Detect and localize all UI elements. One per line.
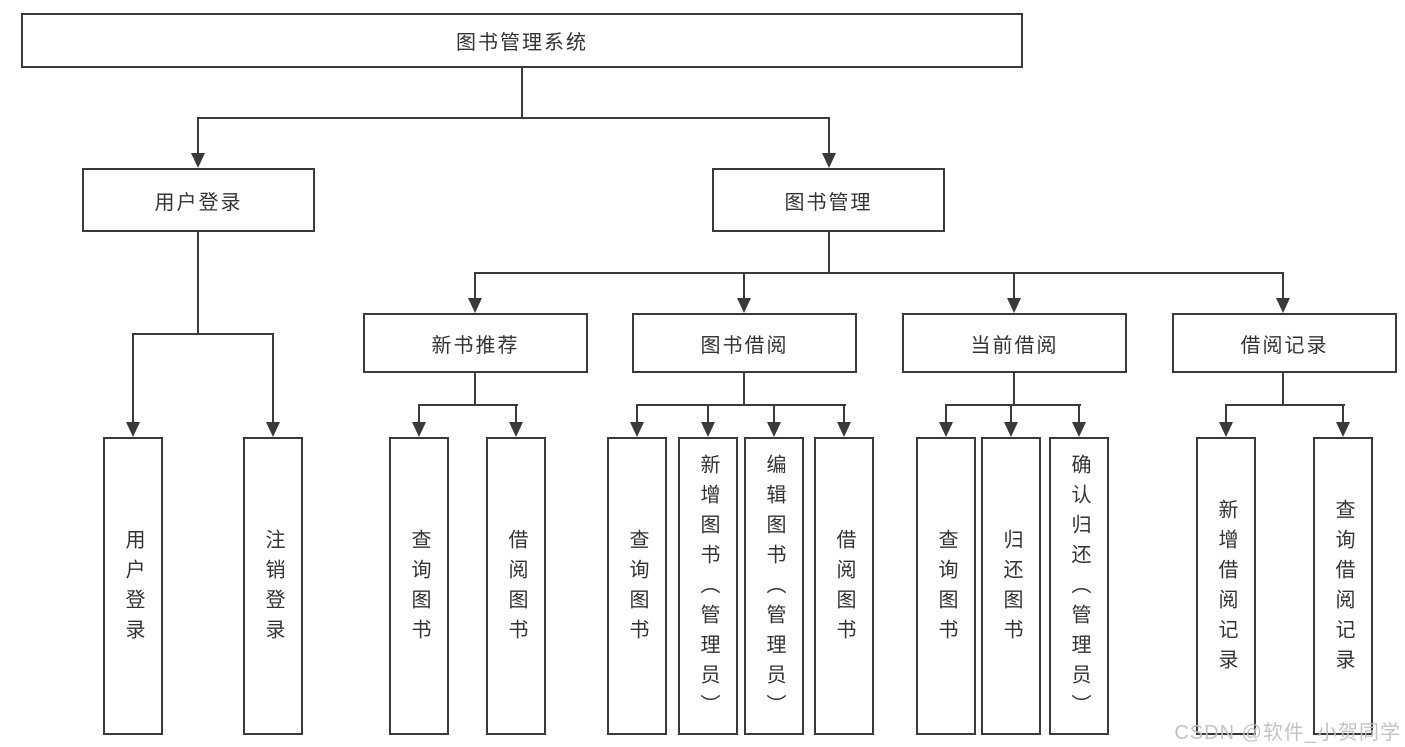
node-edit-books-admin: 编辑图书（管理员） [744, 437, 804, 735]
connector-recommend-stub [474, 373, 476, 406]
node-book-management: 图书管理 [712, 168, 945, 232]
node-borrow-books-recommend: 借阅图书 [486, 437, 546, 735]
arrow-to-return-books [1004, 405, 1018, 437]
connector-level2-splitter [197, 117, 830, 119]
connector-user-login-splitter [132, 333, 274, 335]
node-query-borrow-record: 查询借阅记录 [1313, 437, 1373, 735]
node-login: 用户登录 [103, 437, 163, 735]
arrow-to-query-books-borrow [630, 405, 644, 437]
connector-recommend-splitter [418, 404, 518, 406]
connector-user-login-stub [197, 232, 199, 334]
connector-current-splitter [945, 404, 1081, 406]
node-borrow-books: 借阅图书 [814, 437, 874, 735]
arrow-to-add-borrow-record [1219, 405, 1233, 437]
connector-records-stub [1282, 373, 1284, 406]
node-user-login-group: 用户登录 [82, 168, 315, 232]
arrow-to-confirm-return-admin [1072, 405, 1086, 437]
node-query-books-recommend: 查询图书 [389, 437, 449, 735]
arrow-to-borrow-books [837, 405, 851, 437]
connector-current-stub [1013, 373, 1015, 406]
arrow-to-current-borrow [1007, 273, 1021, 313]
node-query-books-current: 查询图书 [916, 437, 976, 735]
arrow-to-edit-books-admin [767, 405, 781, 437]
arrow-to-query-books-current [939, 405, 953, 437]
node-root-library-system: 图书管理系统 [21, 13, 1023, 68]
arrow-to-book-borrow [737, 273, 751, 313]
node-logout: 注销登录 [243, 437, 303, 735]
arrow-to-login [126, 334, 140, 437]
connector-root-stub [521, 68, 523, 118]
arrow-to-add-books-admin [701, 405, 715, 437]
connector-level3-splitter [474, 272, 1284, 274]
node-confirm-return-admin: 确认归还（管理员） [1049, 437, 1109, 735]
arrow-to-user-login [191, 117, 205, 168]
arrow-to-query-books-recommend [412, 405, 426, 437]
arrow-to-book-management [822, 117, 836, 168]
node-borrow-records: 借阅记录 [1172, 313, 1397, 373]
arrow-to-borrow-records [1276, 273, 1290, 313]
connector-records-splitter [1225, 404, 1345, 406]
node-new-book-recommend: 新书推荐 [363, 313, 588, 373]
node-current-borrow: 当前借阅 [902, 313, 1127, 373]
csdn-watermark: CSDN @软件_小贺同学 [1174, 722, 1401, 744]
connector-borrow-splitter [636, 404, 846, 406]
node-return-books: 归还图书 [981, 437, 1041, 735]
arrow-to-logout [266, 334, 280, 437]
node-book-borrow: 图书借阅 [632, 313, 857, 373]
arrow-to-borrow-books-recommend [509, 405, 523, 437]
node-add-books-admin: 新增图书（管理员） [678, 437, 738, 735]
arrow-to-new-book-recommend [468, 273, 482, 313]
connector-borrow-stub [743, 373, 745, 406]
node-add-borrow-record: 新增借阅记录 [1196, 437, 1256, 735]
arrow-to-query-borrow-record [1336, 405, 1350, 437]
connector-book-mgmt-stub [828, 232, 830, 274]
node-query-books-borrow: 查询图书 [607, 437, 667, 735]
